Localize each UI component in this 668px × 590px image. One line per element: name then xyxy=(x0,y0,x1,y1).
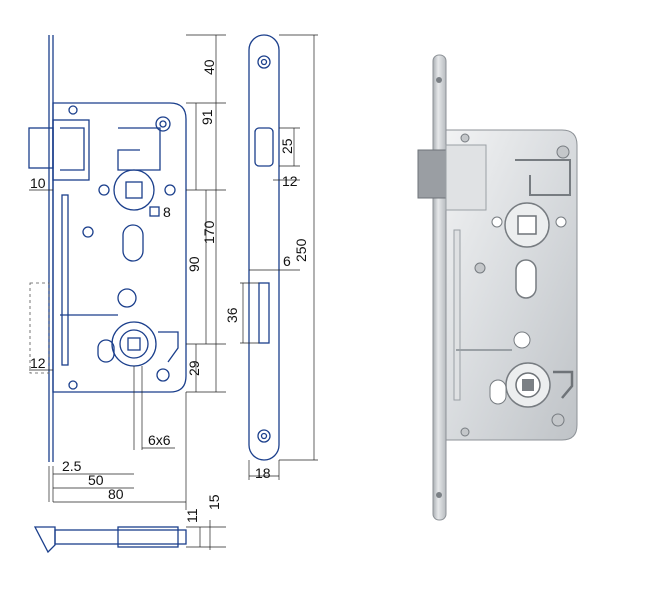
front-dimension-lines xyxy=(29,34,226,510)
front-view xyxy=(28,35,187,462)
dim-10: 10 xyxy=(30,175,46,191)
side-view xyxy=(248,34,280,461)
dim-91: 91 xyxy=(199,109,215,125)
dim-40: 40 xyxy=(201,59,217,75)
dim-15: 15 xyxy=(206,494,222,510)
dim-90: 90 xyxy=(186,256,202,272)
dim-250: 250 xyxy=(293,238,309,262)
dim-2-5: 2.5 xyxy=(62,458,82,474)
lock-photo xyxy=(417,54,578,521)
dim-12-left: 12 xyxy=(30,355,46,371)
dim-11: 11 xyxy=(184,508,200,523)
dim-36: 36 xyxy=(224,307,240,323)
bottom-dimension-lines xyxy=(186,520,226,550)
dim-80: 80 xyxy=(108,486,124,502)
dim-12-side: 12 xyxy=(282,173,298,189)
dim-50: 50 xyxy=(88,472,104,488)
dim-18: 18 xyxy=(255,465,271,481)
dim-6x6: 6x6 xyxy=(148,432,171,448)
dim-25: 25 xyxy=(279,138,295,154)
dim-29: 29 xyxy=(186,360,202,376)
dim-8: 8 xyxy=(163,204,171,220)
side-dimension-lines xyxy=(240,34,318,480)
dim-6: 6 xyxy=(283,253,291,269)
dim-170: 170 xyxy=(201,220,217,244)
bottom-view xyxy=(33,526,187,554)
